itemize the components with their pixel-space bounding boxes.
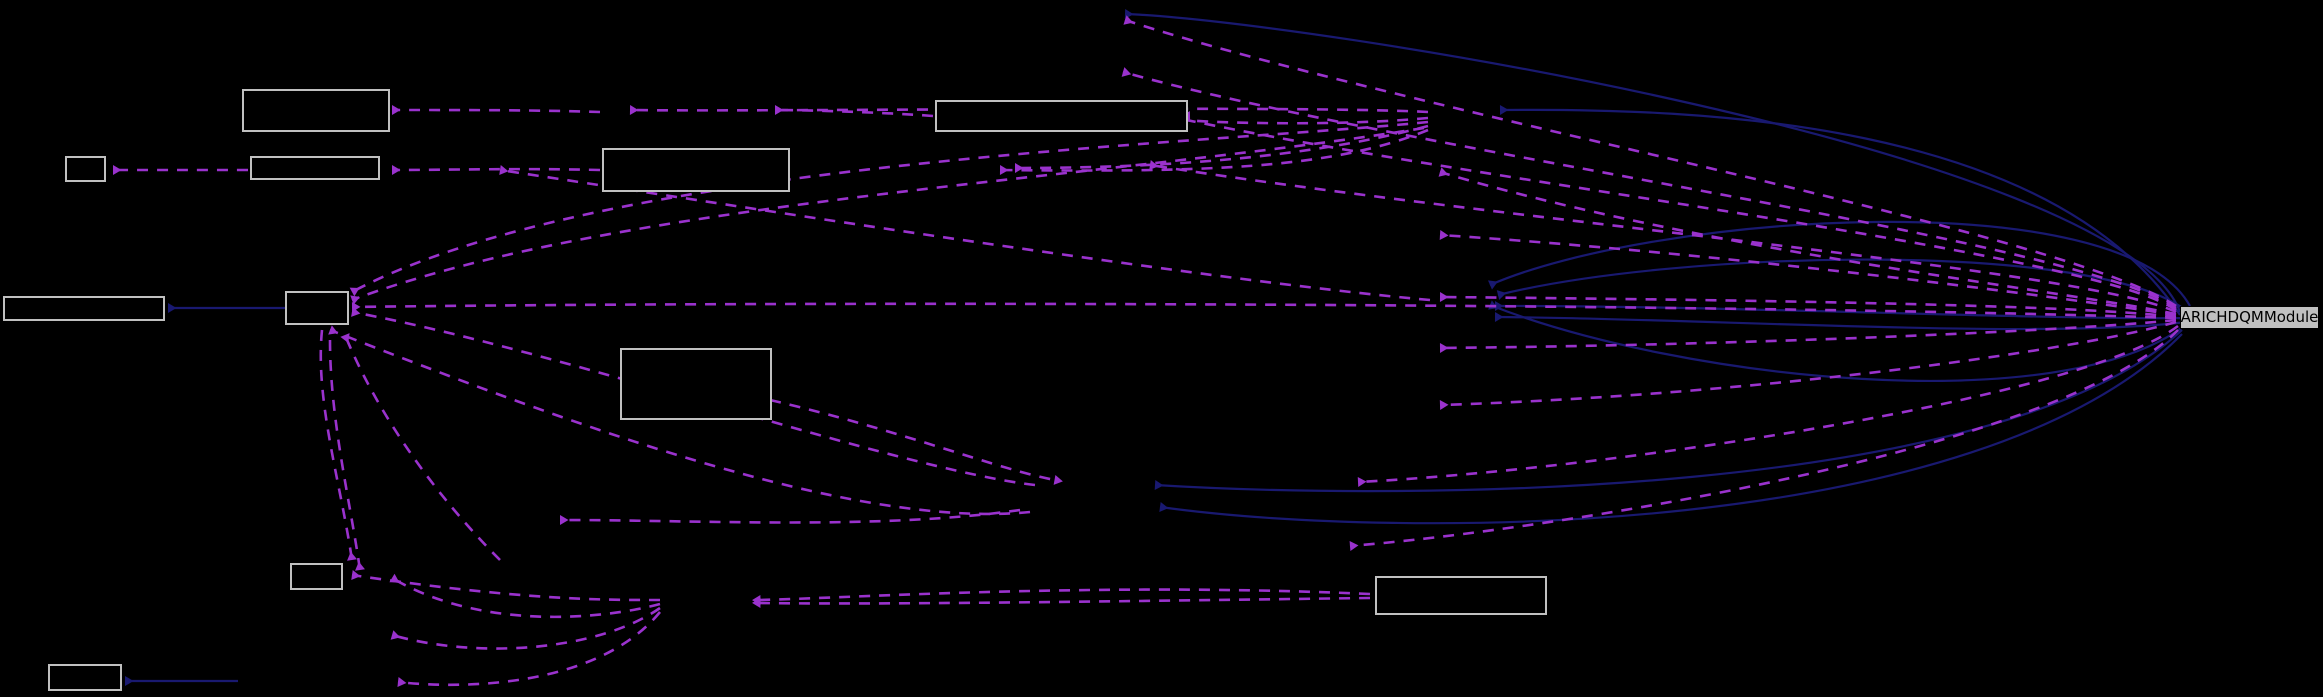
graph-node[interactable] xyxy=(285,291,349,325)
graph-node-root[interactable]: ARICHDQMModule xyxy=(2180,306,2319,329)
inherit-edge-group xyxy=(125,9,2191,686)
graph-node[interactable] xyxy=(1375,576,1547,615)
graph-node[interactable] xyxy=(620,348,772,420)
graph-node[interactable] xyxy=(250,156,380,180)
graph-node[interactable] xyxy=(935,100,1188,132)
graph-node-label: ARICHDQMModule xyxy=(2180,308,2319,326)
caller-edge-group xyxy=(113,15,2179,687)
graph-node[interactable] xyxy=(602,148,790,192)
graph-node[interactable] xyxy=(48,664,122,691)
graph-node[interactable] xyxy=(290,563,343,590)
graph-node[interactable] xyxy=(3,296,165,321)
graph-node[interactable] xyxy=(65,156,106,182)
graph-node[interactable] xyxy=(242,89,390,132)
